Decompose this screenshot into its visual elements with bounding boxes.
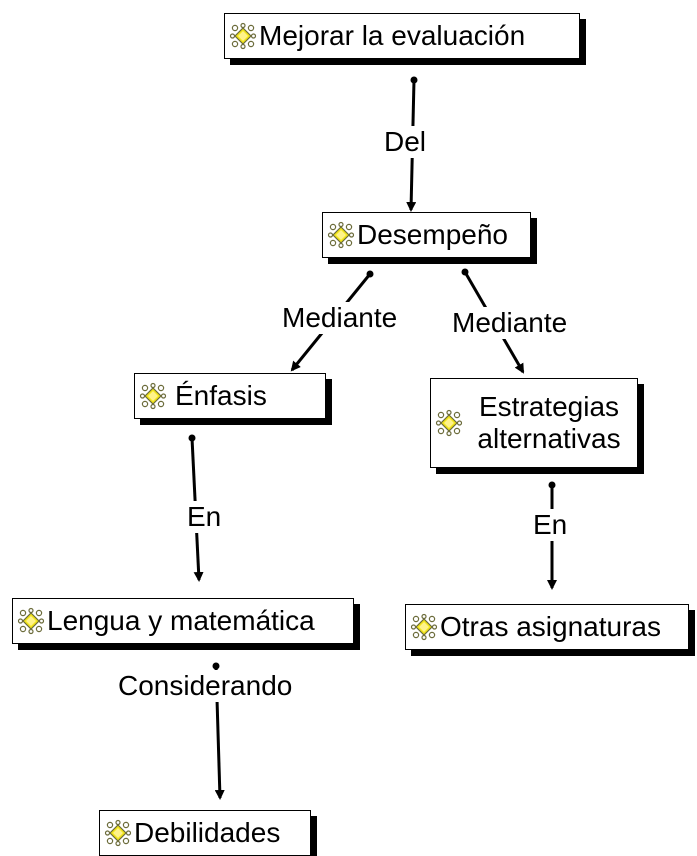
link-label-considerando: Considerando <box>116 670 295 702</box>
node-label-line: Estrategias <box>478 390 620 422</box>
concept-node-icon <box>17 607 45 635</box>
node-desempeno[interactable]: Desempeño <box>322 212 531 258</box>
node-lengua-y-matematica[interactable]: Lengua y matemática <box>12 598 354 644</box>
node-label: Lengua y matemática <box>47 604 315 636</box>
node-debilidades[interactable]: Debilidades <box>99 810 311 856</box>
concept-node-icon <box>139 382 167 410</box>
node-label: Desempeño <box>357 218 508 250</box>
node-enfasis[interactable]: Énfasis <box>134 373 326 419</box>
node-otras-asignaturas[interactable]: Otras asignaturas <box>405 604 689 650</box>
link-label-mediante-left: Mediante <box>280 302 400 334</box>
node-mejorar-la-evaluacion[interactable]: Mejorar la evaluación <box>224 13 580 59</box>
link-label-mediante-right: Mediante <box>450 307 570 339</box>
node-label-line: alternativas <box>477 423 621 454</box>
node-label: Mejorar la evaluación <box>259 19 526 51</box>
node-label: Énfasis <box>175 379 267 411</box>
node-label: Otras asignaturas <box>440 610 661 642</box>
node-label: Debilidades <box>134 816 281 848</box>
link-label-en-right: En <box>531 509 570 541</box>
link-label-del: Del <box>382 126 429 158</box>
concept-node-icon <box>104 819 132 847</box>
concept-node-icon <box>435 409 463 437</box>
link-label-en-left: En <box>185 501 224 533</box>
node-estrategias-alternativas[interactable]: Estrategias alternativas <box>430 378 638 468</box>
concept-node-icon <box>410 613 438 641</box>
node-label: Estrategias alternativas <box>465 391 637 455</box>
concept-node-icon <box>229 22 257 50</box>
concept-node-icon <box>327 221 355 249</box>
